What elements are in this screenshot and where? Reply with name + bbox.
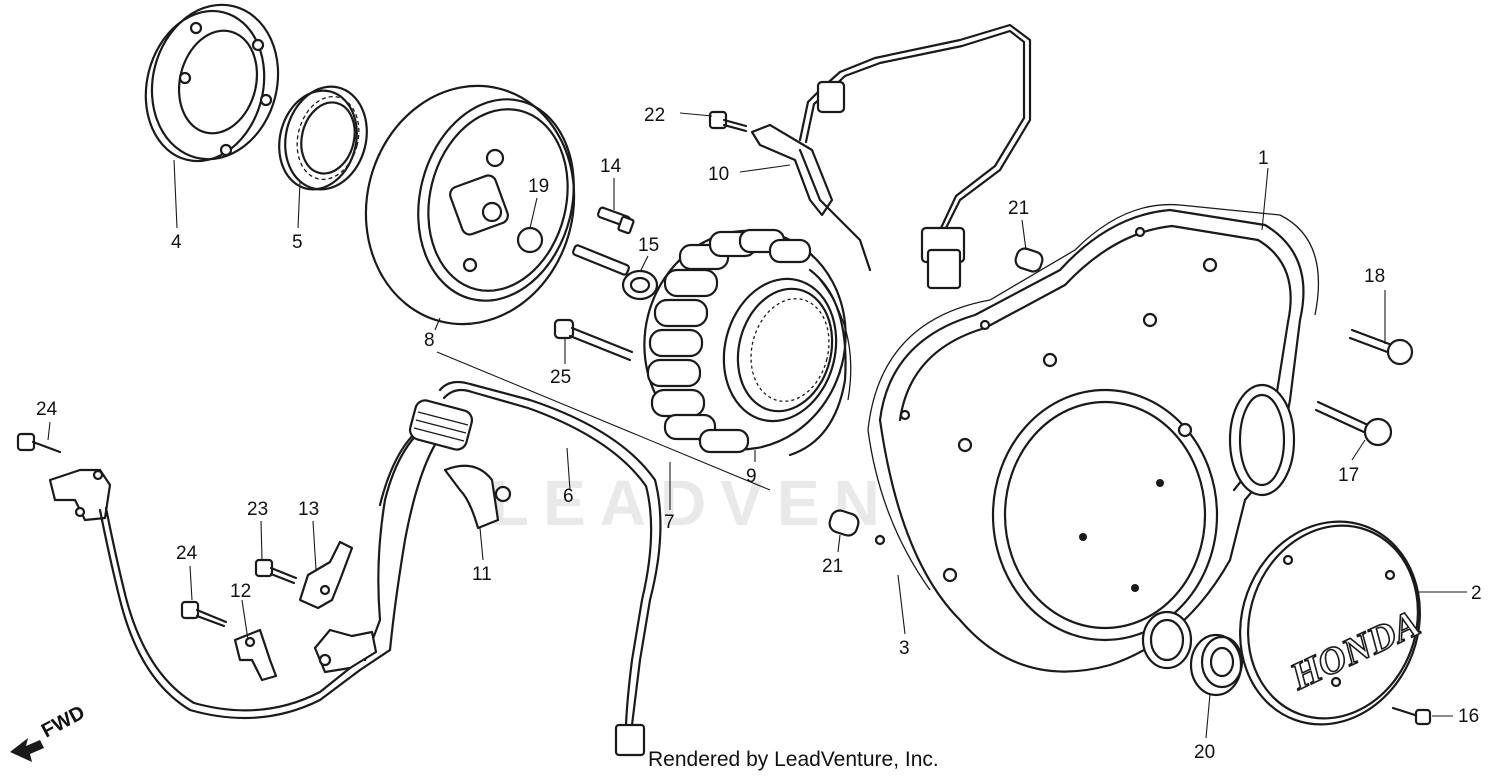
callout-7: 7 (664, 512, 675, 533)
part-23-screw[interactable] (254, 558, 298, 585)
callout-19: 19 (528, 176, 549, 197)
part-18-bolt[interactable] (1348, 328, 1414, 366)
part-21-dowel-lower[interactable] (827, 508, 860, 538)
part-24-pickup-sensor[interactable] (48, 468, 362, 720)
part-17-bolt[interactable] (1314, 400, 1393, 447)
callout-18: 18 (1364, 266, 1385, 287)
part-2-honda-cover[interactable]: HONDA (1212, 496, 1448, 750)
part-13-clamp[interactable] (298, 540, 354, 610)
part-15-bolt[interactable] (572, 244, 659, 301)
callout-labels: 1 2 3 4 5 6 7 8 9 10 11 12 13 14 15 16 1… (36, 105, 1482, 763)
callout-16: 16 (1458, 706, 1479, 727)
callout-5: 5 (292, 232, 303, 253)
part-22-bolt[interactable] (708, 110, 748, 133)
callout-15: 15 (638, 235, 659, 256)
callout-3: 3 (899, 638, 910, 659)
part-25-bolt[interactable] (553, 318, 634, 362)
fwd-arrow-icon: FWD (10, 702, 89, 762)
callout-14: 14 (600, 156, 622, 177)
callout-1: 1 (1258, 148, 1269, 169)
callout-13: 13 (298, 499, 319, 520)
part-4-seal-plate[interactable] (130, 0, 294, 174)
callout-24-upper: 24 (36, 399, 58, 420)
callout-24-lower: 24 (176, 543, 198, 564)
part-20-oil-seal[interactable] (1189, 633, 1244, 697)
part-connector-plate[interactable] (313, 628, 378, 674)
part-6-7-harness[interactable] (358, 380, 662, 757)
part-16-bolt[interactable] (1391, 706, 1432, 726)
leader-lines (47, 112, 1467, 739)
callout-25: 25 (550, 367, 571, 388)
callout-10: 10 (708, 164, 729, 185)
callout-11: 11 (472, 564, 492, 585)
callout-4: 4 (171, 232, 182, 253)
part-8-flywheel[interactable] (341, 64, 599, 347)
callout-8: 8 (424, 330, 435, 351)
part-21-dowel-upper[interactable] (1014, 246, 1045, 273)
callout-23: 23 (247, 499, 268, 520)
part-24-bolt-lower[interactable] (180, 600, 228, 628)
callout-17: 17 (1338, 465, 1359, 486)
callout-6: 6 (563, 486, 574, 507)
part-12-stay[interactable] (233, 628, 278, 682)
fwd-label: FWD (38, 702, 89, 743)
part-3-gasket[interactable] (867, 203, 1320, 591)
part-5-bearing[interactable] (269, 78, 377, 198)
callout-21-lower: 21 (822, 556, 843, 577)
callout-22: 22 (644, 105, 665, 126)
callout-9: 9 (746, 466, 757, 487)
callout-12: 12 (230, 581, 251, 602)
part-9-stator[interactable] (621, 209, 868, 471)
part-24-bolt-top[interactable] (16, 432, 62, 454)
footer-credit: Rendered by LeadVenture, Inc. (648, 748, 939, 771)
part-10-wire-clamp[interactable] (750, 23, 1032, 290)
callout-21-upper: 21 (1008, 198, 1029, 219)
callout-2: 2 (1471, 583, 1482, 604)
callout-20: 20 (1194, 742, 1215, 763)
part-11-clamp[interactable] (443, 464, 512, 530)
part-14-bolt[interactable] (596, 206, 635, 235)
